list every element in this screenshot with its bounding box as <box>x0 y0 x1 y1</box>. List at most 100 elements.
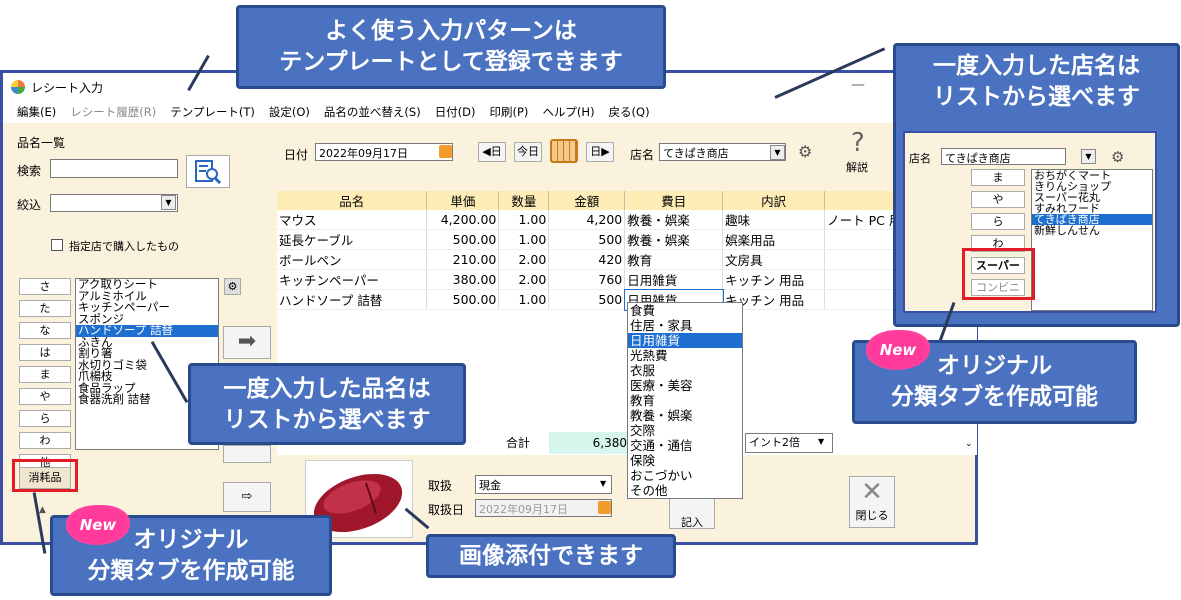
menu-item[interactable]: 印刷(P) <box>489 105 529 119</box>
search-button[interactable] <box>186 155 230 188</box>
grid-cell[interactable]: キッチンペーパー <box>277 269 428 290</box>
inset-category-tab[interactable]: や <box>971 191 1025 208</box>
scroll-up-icon[interactable]: ▲ <box>39 505 46 515</box>
dropdown-option[interactable]: その他 <box>630 483 668 498</box>
prev-day-button[interactable]: ◀日 <box>478 142 506 162</box>
inset-category-tab[interactable]: わ <box>971 235 1025 252</box>
dropdown-option[interactable]: 交際 <box>630 423 656 438</box>
calendar-icon[interactable] <box>550 139 578 163</box>
list-item[interactable]: 割り箸 <box>78 346 113 360</box>
gear-icon[interactable]: ⚙ <box>1111 148 1125 166</box>
dropdown-option[interactable]: おこづかい <box>630 468 693 483</box>
grid-cell[interactable]: 2.00 <box>498 249 550 270</box>
category-tab[interactable]: た <box>19 300 71 317</box>
grid-cell[interactable]: 210.00 <box>426 249 500 270</box>
grid-cell[interactable]: 日用雑貨 <box>624 269 724 290</box>
grid-cell[interactable]: 500 <box>548 229 626 250</box>
dropdown-option[interactable]: 食費 <box>630 303 656 318</box>
dropdown-option[interactable]: 住居・家具 <box>630 318 693 333</box>
dropdown-option[interactable]: 医療・美容 <box>630 378 693 393</box>
category-tab[interactable]: ま <box>19 366 71 383</box>
grid-cell[interactable]: 380.00 <box>426 269 500 290</box>
grid-cell[interactable]: 文房具 <box>722 249 826 270</box>
list-item[interactable]: ハンドソープ 詰替 <box>76 324 218 337</box>
list-item[interactable]: キッチンペーパー <box>78 300 170 314</box>
filter-select[interactable] <box>50 194 178 212</box>
gear-icon[interactable]: ⚙ <box>224 278 241 295</box>
next-day-button[interactable]: 日▶ <box>586 142 614 162</box>
dropdown-option[interactable]: 交通・通信 <box>630 438 693 453</box>
inset-category-tab[interactable]: コンビニ <box>971 279 1025 296</box>
template-button[interactable] <box>223 445 271 463</box>
chevron-down-icon[interactable]: ▼ <box>600 479 607 488</box>
category-tab[interactable]: は <box>19 344 71 361</box>
gear-icon[interactable]: ⚙ <box>798 142 813 161</box>
chevron-down-icon[interactable]: ▼ <box>1081 149 1096 164</box>
close-button[interactable]: ✕ 閉じる <box>849 476 895 528</box>
list-item[interactable]: 新鮮しんせん <box>1034 224 1100 237</box>
category-tab[interactable]: な <box>19 322 71 339</box>
inset-store-select[interactable]: てきぱき商店 <box>941 148 1066 165</box>
help-icon[interactable]: ? <box>851 128 865 158</box>
list-item[interactable]: スポンジ <box>78 311 124 326</box>
menu-item[interactable]: 戻る(Q) <box>608 105 650 119</box>
inset-category-tab[interactable]: ら <box>971 213 1025 230</box>
menu-item[interactable]: ヘルプ(H) <box>542 105 595 119</box>
list-item[interactable]: てきぱき商店 <box>1032 214 1152 225</box>
points-select[interactable]: イント2倍 <box>745 433 833 453</box>
menu-item[interactable]: レシート履歴(R) <box>70 105 157 119</box>
store-list[interactable]: おちがくマートきりんショップスーパー花丸すみれフードてきぱき商店新鮮しんせん <box>1031 169 1153 311</box>
grid-cell[interactable]: 760 <box>548 269 626 290</box>
dropdown-option[interactable]: 保険 <box>630 453 656 468</box>
store-select[interactable]: てきぱき商店 <box>659 143 786 161</box>
enter-button[interactable]: 記入 <box>669 495 715 529</box>
list-item[interactable]: アク取りシート <box>78 277 158 291</box>
grid-cell[interactable]: 4,200.00 <box>426 210 500 230</box>
dropdown-option[interactable]: 教養・娯楽 <box>630 408 693 423</box>
list-item[interactable]: アルミホイル <box>78 288 147 303</box>
category-tab[interactable]: 消耗品 <box>19 467 71 489</box>
scroll-down-icon[interactable]: ⌄ <box>965 439 973 449</box>
grid-cell[interactable]: 延長ケーブル <box>277 229 428 250</box>
list-item[interactable]: 食品ラップ <box>78 380 136 395</box>
search-input[interactable] <box>50 159 178 178</box>
grid-cell[interactable]: 教養・娯楽 <box>624 210 724 230</box>
category-tab[interactable]: ら <box>19 410 71 427</box>
dropdown-option[interactable]: 衣服 <box>630 363 656 378</box>
list-item[interactable]: 食器洗剤 詰替 <box>78 392 151 406</box>
payment-select[interactable]: 現金 <box>475 475 612 494</box>
chevron-down-icon[interactable]: ▼ <box>818 437 825 446</box>
list-item[interactable]: ふきん <box>78 334 113 349</box>
category-tab[interactable]: さ <box>19 278 71 295</box>
chevron-down-icon[interactable]: ▼ <box>770 145 785 160</box>
import-button[interactable]: ⇨ <box>223 482 271 512</box>
grid-cell[interactable]: 娯楽用品 <box>722 229 826 250</box>
grid-cell[interactable]: 2.00 <box>498 269 550 290</box>
grid-cell[interactable]: マウス <box>277 210 428 230</box>
dropdown-option[interactable]: 教育 <box>630 393 656 408</box>
chevron-down-icon[interactable]: ▼ <box>161 195 176 210</box>
inset-category-tab[interactable]: スーパー <box>971 257 1025 274</box>
list-item[interactable]: 爪楊枝 <box>78 369 113 383</box>
grid-cell[interactable]: 教養・娯楽 <box>624 229 724 250</box>
category-tab[interactable]: 他 <box>19 454 71 471</box>
calendar-small-icon[interactable] <box>439 145 452 158</box>
list-item[interactable]: 水切りゴミ袋 <box>78 357 147 372</box>
list-item[interactable]: おちがくマート <box>1034 169 1111 182</box>
grid-cell[interactable]: ボールペン <box>277 249 428 270</box>
grid-cell[interactable]: 1.00 <box>498 229 550 250</box>
menu-item[interactable]: テンプレート(T) <box>170 105 255 119</box>
grid-cell[interactable]: 500.00 <box>426 289 500 310</box>
grid-cell[interactable]: 1.00 <box>498 210 550 230</box>
grid-cell[interactable]: 500 <box>548 289 626 310</box>
dropdown-option[interactable]: 光熱費 <box>630 348 668 363</box>
grid-cell[interactable]: 趣味 <box>722 210 826 230</box>
grid-cell[interactable]: 420 <box>548 249 626 270</box>
inset-category-tab[interactable]: ま <box>971 169 1025 186</box>
add-item-arrow-button[interactable]: ➡ <box>223 326 271 359</box>
list-item[interactable]: すみれフード <box>1034 202 1100 215</box>
date-input[interactable]: 2022年09月17日 <box>315 143 453 161</box>
